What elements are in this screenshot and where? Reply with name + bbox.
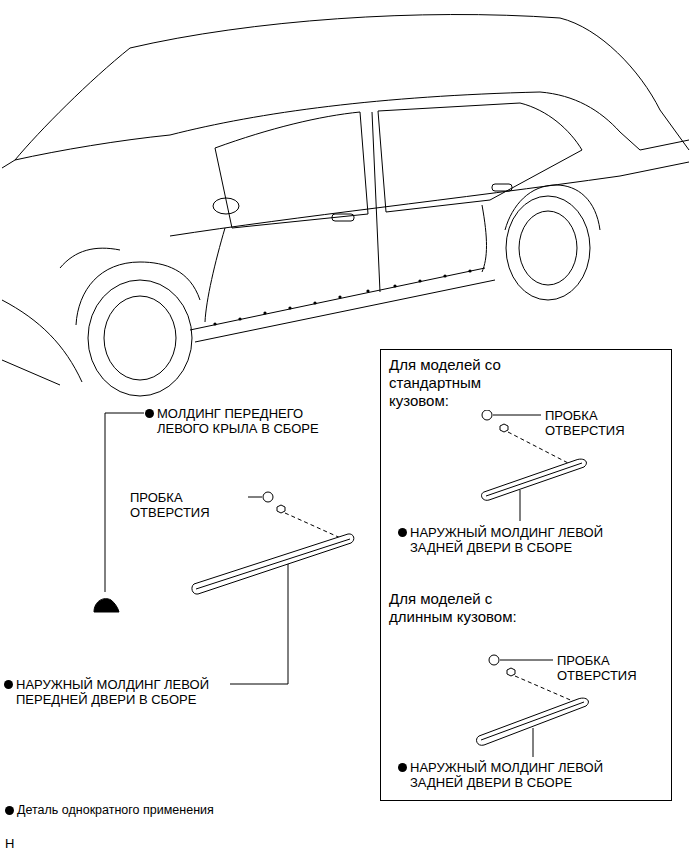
part-label: НАРУЖНЫЙ МОЛДИНГ ЛЕВОЙ ПЕРЕДНЕЙ ДВЕРИ В … — [16, 677, 229, 707]
legend-text: Деталь однократного применения — [17, 803, 214, 818]
assembly-lines — [285, 432, 575, 702]
panel-heading: Для моделей с длинным кузовом: — [389, 590, 534, 626]
part-label: НАРУЖНЫЙ МОЛДИНГ ЛЕВОЙ ЗАДНЕЙ ДВЕРИ В СБ… — [410, 525, 623, 555]
part-label: ПРОБКА ОТВЕРСТИЯ — [130, 490, 245, 520]
part-label-group: ПРОБКА ОТВЕРСТИЯ — [130, 490, 245, 520]
part-label: ПРОБКА ОТВЕРСТИЯ — [557, 653, 669, 683]
part-label: МОЛДИНГ ПЕРЕДНЕГО ЛЕВОГО КРЫЛА В СБОРЕ — [157, 406, 355, 436]
panel-heading: Для моделей со стандартным кузовом: — [389, 356, 524, 410]
single-use-bullet — [398, 763, 407, 772]
legend-row: Деталь однократного применения — [5, 803, 214, 818]
figure-code: H — [5, 836, 14, 851]
molding-clips — [213, 269, 471, 325]
part-label-group: НАРУЖНЫЙ МОЛДИНГ ЛЕВОЙ ПЕРЕДНЕЙ ДВЕРИ В … — [4, 677, 229, 707]
part-label: ПРОБКА ОТВЕРСТИЯ — [545, 408, 667, 438]
single-use-bullet — [4, 680, 13, 689]
part-label-group: НАРУЖНЫЙ МОЛДИНГ ЛЕВОЙ ЗАДНЕЙ ДВЕРИ В СБ… — [398, 525, 623, 555]
legend-bullet — [5, 806, 14, 815]
part-label-group: ПРОБКА ОТВЕРСТИЯ — [557, 653, 669, 683]
part-label-group: НАРУЖНЫЙ МОЛДИНГ ЛЕВОЙ ЗАДНЕЙ ДВЕРИ В СБ… — [398, 760, 623, 790]
part-label-group: МОЛДИНГ ПЕРЕДНЕГО ЛЕВОГО КРЫЛА В СБОРЕ — [145, 406, 355, 436]
part-label: НАРУЖНЫЙ МОЛДИНГ ЛЕВОЙ ЗАДНЕЙ ДВЕРИ В СБ… — [410, 760, 623, 790]
single-use-bullet — [145, 409, 154, 418]
car-body — [2, 15, 689, 396]
single-use-bullet — [398, 528, 407, 537]
part-label-group: ПРОБКА ОТВЕРСТИЯ — [545, 408, 667, 438]
part-label-group: H — [5, 836, 45, 851]
